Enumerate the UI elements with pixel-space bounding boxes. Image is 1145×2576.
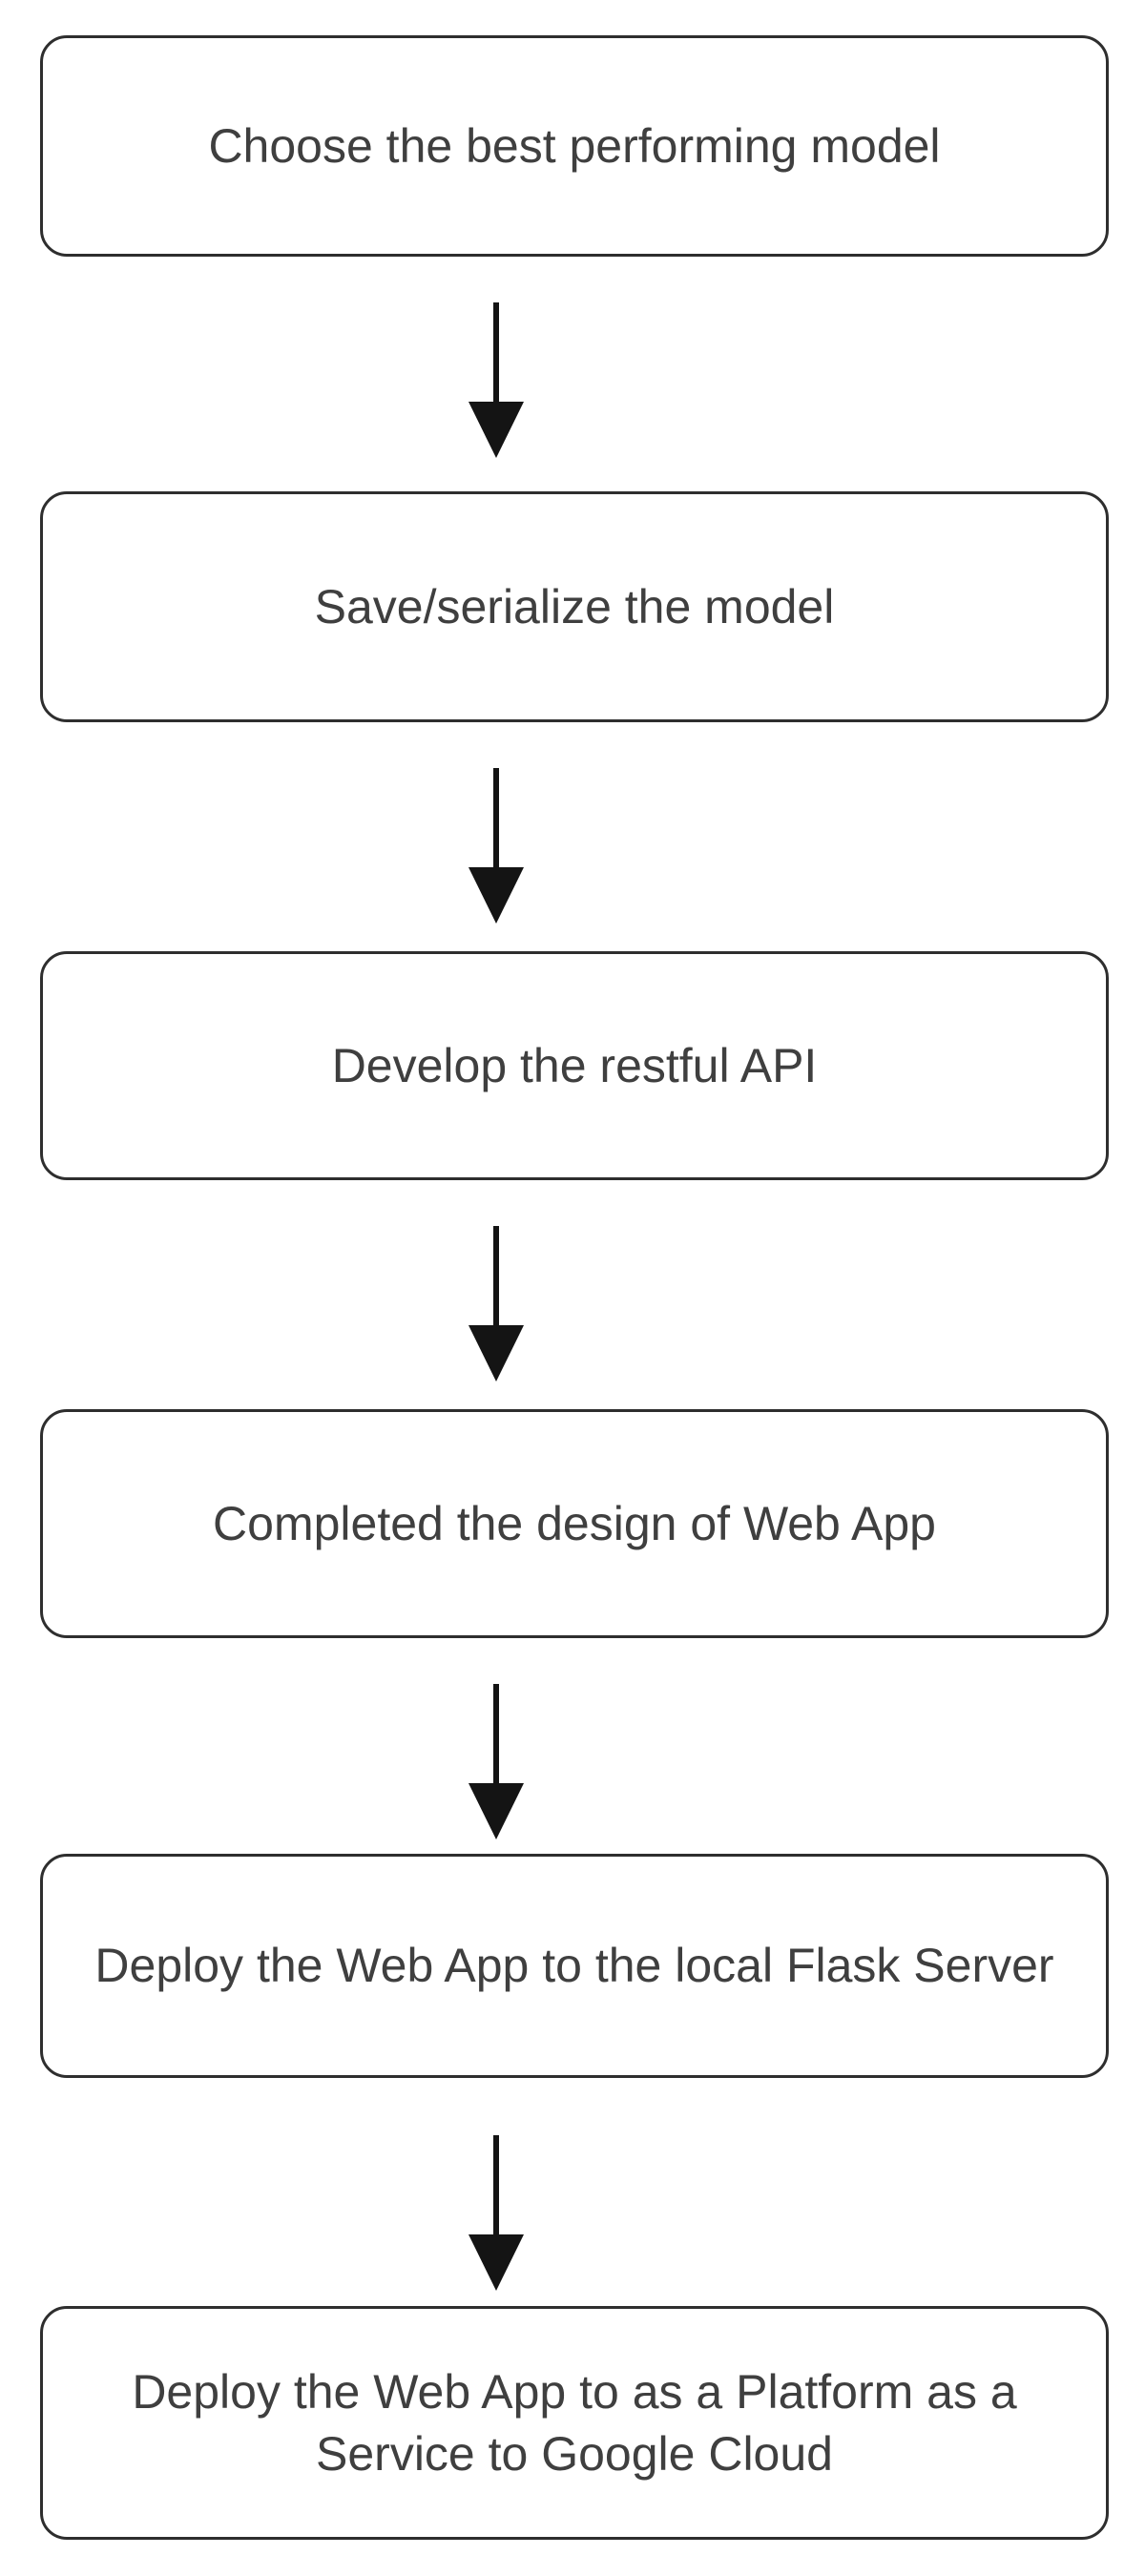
arrow-down-icon bbox=[468, 2135, 524, 2291]
arrow-down-icon bbox=[468, 1684, 524, 1839]
flow-step-save-model: Save/serialize the model bbox=[40, 491, 1109, 722]
arrow-down-icon bbox=[468, 302, 524, 458]
flow-connector-5 bbox=[468, 2135, 525, 2292]
flow-step-label: Choose the best performing model bbox=[208, 118, 941, 173]
flow-connector-1 bbox=[468, 302, 525, 459]
flow-connector-2 bbox=[468, 768, 525, 924]
flow-step-label: Completed the design of Web App bbox=[213, 1496, 936, 1550]
flow-step-label: Save/serialize the model bbox=[314, 579, 835, 634]
arrow-down-icon bbox=[468, 768, 524, 924]
flow-step-deploy-flask: Deploy the Web App to the local Flask Se… bbox=[40, 1854, 1109, 2078]
flow-step-label: Deploy the Web App to the local Flask Se… bbox=[94, 1939, 1054, 1992]
flow-step-label: Deploy the Web App to as a Platform as a… bbox=[132, 2364, 1017, 2481]
flow-step-choose-model: Choose the best performing model bbox=[40, 35, 1109, 257]
arrow-down-icon bbox=[468, 1226, 524, 1381]
flow-step-design-webapp: Completed the design of Web App bbox=[40, 1409, 1109, 1638]
flow-connector-4 bbox=[468, 1684, 525, 1840]
flow-step-label: Develop the restful API bbox=[331, 1038, 818, 1092]
flow-connector-3 bbox=[468, 1226, 525, 1382]
flow-step-deploy-gcloud: Deploy the Web App to as a Platform as a… bbox=[40, 2306, 1109, 2540]
flow-step-develop-api: Develop the restful API bbox=[40, 951, 1109, 1180]
